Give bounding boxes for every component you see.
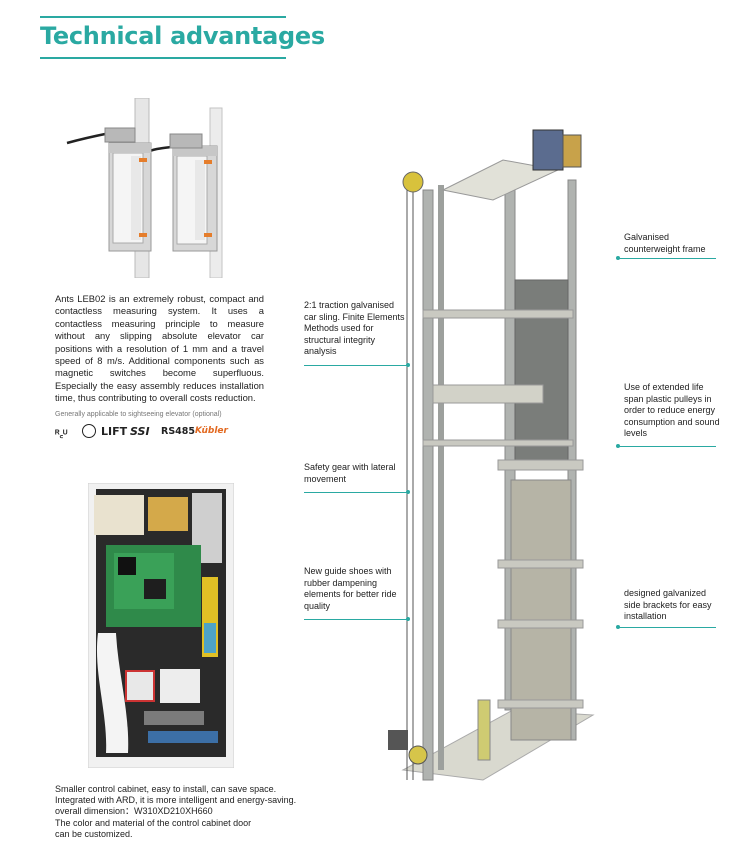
ssi-logo: SSI: [130, 425, 150, 438]
cabinet-line: overall dimension：W310XD210XH660: [55, 806, 213, 817]
title-top-rule: [40, 16, 286, 18]
callout-line: [304, 619, 408, 620]
callout-dot: [616, 625, 620, 629]
cabinet-line: can be customized.: [55, 828, 133, 839]
certification-row: ᴿ꜀ᵁ LIFT SSI RS485 Kübler: [55, 424, 235, 440]
cabinet-description: Smaller control cabinet, easy to install…: [55, 784, 296, 840]
callout-pulleys: Use of extended life span plastic pulley…: [624, 382, 720, 438]
callout-safety-gear: Safety gear with lateral movement: [304, 462, 396, 484]
callout-counterweight: Galvanised counterweight frame: [624, 232, 706, 254]
callout-car-sling: 2:1 traction galvanised car sling. Finit…: [304, 300, 405, 356]
sensor-note: Generally applicable to sightseeing elev…: [55, 411, 222, 418]
callout-line: [618, 627, 716, 628]
kubler-logo: Kübler: [195, 426, 228, 436]
callout-dot: [616, 444, 620, 448]
ul-logo-icon: ᴿ꜀ᵁ: [55, 429, 68, 440]
page-title: Technical advantages: [40, 22, 325, 50]
callout-dot: [406, 490, 410, 494]
cabinet-line: The color and material of the control ca…: [55, 817, 252, 828]
title-bottom-rule: [40, 57, 286, 59]
cabinet-line: Integrated with ARD, it is more intellig…: [55, 795, 297, 806]
callout-dot: [406, 617, 410, 621]
lift-logo: LIFT: [101, 425, 128, 438]
callout-guide-shoes: New guide shoes with rubber dampening el…: [304, 566, 397, 611]
callout-dot: [616, 256, 620, 260]
callout-side-brackets: designed galvanized side brackets for ea…: [624, 588, 712, 621]
rs485-label: RS485: [161, 426, 195, 437]
tuv-logo-icon: [82, 424, 96, 438]
cabinet-line: Smaller control cabinet, easy to install…: [55, 784, 277, 794]
elevator-structure-image: [388, 129, 595, 781]
callout-line: [304, 492, 408, 493]
callout-line: [304, 365, 408, 366]
callout-dot: [406, 363, 410, 367]
callout-line: [618, 446, 716, 447]
sensor-description: Ants LEB02 is an extremely robust, compa…: [55, 293, 264, 404]
control-cabinet-image: [88, 483, 234, 768]
sensor-image: [66, 98, 223, 278]
callout-line: [618, 258, 716, 259]
